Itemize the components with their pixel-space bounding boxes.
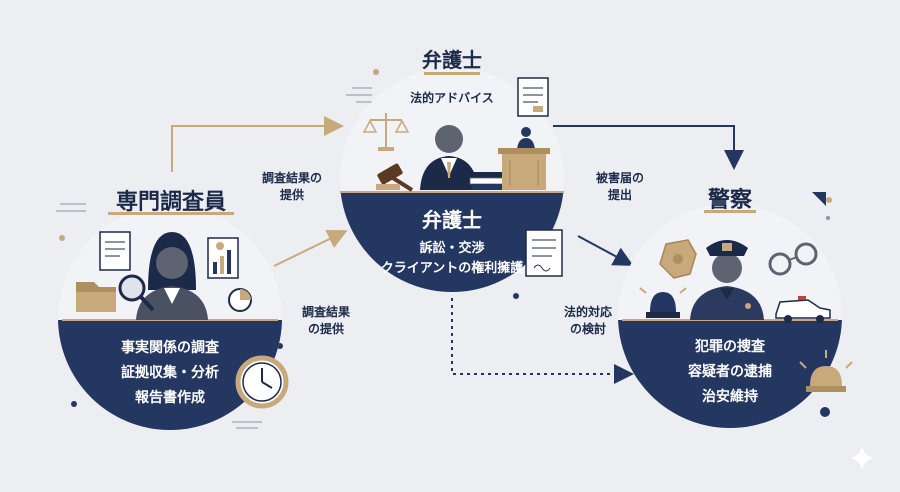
arrow-investigator-to-lawyer-upper: [171, 116, 344, 172]
lawyer-title-underline: [424, 72, 480, 75]
investigator-title: 専門調査員: [115, 190, 226, 215]
investigator-figure: [136, 232, 208, 320]
police-line-3: 治安維持: [702, 389, 758, 405]
police-line-1: 犯罪の捜査: [695, 339, 765, 355]
contract-document-icon: [525, 229, 563, 277]
arrow-lawyer-to-police-lower: [577, 235, 634, 266]
lawyer-title: 弁護士: [422, 48, 482, 72]
police-title-underline: [704, 210, 756, 213]
document-icon: [99, 231, 131, 271]
police-officer-figure: [690, 240, 764, 320]
investigator-line-1: 事実関係の調査: [121, 340, 219, 356]
folder-icon: [76, 282, 116, 312]
arrow-label-inv-law-lower: 調査結果 の提供: [301, 305, 350, 336]
police-car-icon: [775, 296, 831, 323]
arrow-lawyer-to-police-upper: [553, 125, 744, 170]
document-icon: [517, 77, 549, 117]
investigator-line-3: 報告書作成: [135, 390, 205, 406]
magnifier-icon: [118, 274, 155, 312]
chart-document-icon: [207, 237, 239, 279]
siren-icon: [639, 287, 687, 318]
arrow-label-law-police-lower: 法的対応 の検討: [563, 305, 612, 336]
police-badge-icon: [659, 239, 697, 279]
arrow-label-law-police-upper: 被害届の 提出: [595, 171, 644, 202]
arrows: [171, 116, 744, 384]
police-line-2: 容疑者の逮捕: [688, 364, 772, 380]
decorations: [56, 69, 874, 470]
investigator-title-underline: [108, 212, 234, 215]
pie-chart-icon: [228, 288, 252, 312]
lawyer-subtitle: 法的アドバイス: [410, 91, 494, 105]
judge-icon: [498, 127, 550, 190]
police-title: 警察: [707, 188, 752, 213]
lawyer-band-title: 弁護士: [422, 208, 482, 232]
clock-icon: [235, 355, 289, 409]
lawyer-figure: [420, 125, 478, 190]
siren-icon: [799, 350, 853, 392]
gavel-icon: [376, 163, 414, 192]
arrow-label-inv-law-upper: 調査結果の 提供: [261, 171, 322, 202]
handcuffs-icon: [768, 242, 818, 276]
investigator-line-2: 証拠収集・分析: [121, 365, 219, 381]
lawyer-line-1: 訴訟・交渉: [419, 241, 485, 256]
lawyer-line-2: クライアントの権利擁護: [380, 261, 524, 276]
arrow-investigator-to-lawyer-lower: [273, 229, 348, 267]
scales-icon: [362, 113, 410, 151]
